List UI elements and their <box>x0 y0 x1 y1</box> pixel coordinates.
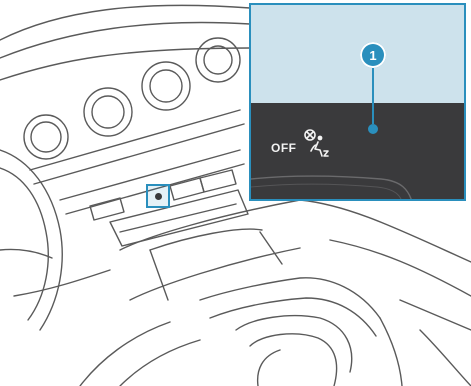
vent-round-4 <box>196 38 240 82</box>
airbag-switch-icon <box>155 193 162 200</box>
vent-round-3 <box>142 62 190 110</box>
vent-round-2 <box>84 88 132 136</box>
callout-leader-dot <box>368 124 378 134</box>
callout-number: 1 <box>369 48 376 63</box>
vent-round-1 <box>24 115 68 159</box>
inset-background <box>251 5 464 103</box>
passenger-airbag-off-icon <box>303 129 331 159</box>
airbag-off-label: OFF <box>271 141 297 155</box>
airbag-indicator-inset: OFF 1 <box>249 3 466 201</box>
panel-trim-edge <box>251 165 466 201</box>
airbag-switch-highlight <box>146 184 170 208</box>
callout-badge: 1 <box>360 42 386 68</box>
callout-leader-line <box>372 68 374 124</box>
